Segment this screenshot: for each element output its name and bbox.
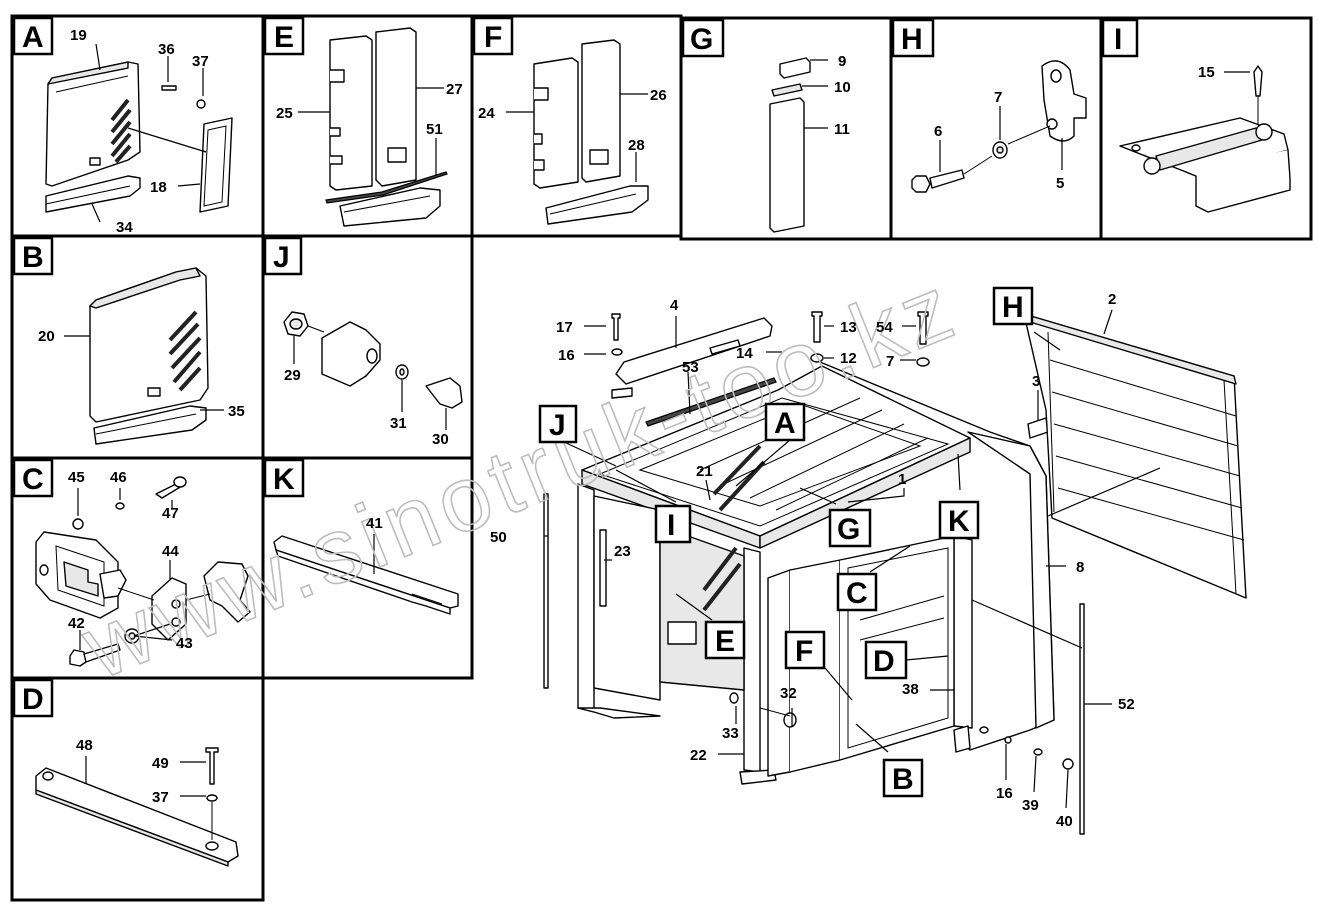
panel-f-tag: F	[484, 21, 502, 54]
part-number: 21	[696, 463, 713, 480]
part-number: 11	[834, 121, 850, 138]
part-number: 46	[110, 469, 127, 486]
part-number: 24	[478, 105, 495, 122]
panel-e-tag: E	[274, 21, 294, 54]
part-number: 1	[898, 471, 906, 488]
part-number: 10	[834, 79, 851, 96]
panel-i	[1119, 65, 1291, 213]
part-number: 33	[722, 725, 739, 742]
part-number: 26	[650, 87, 667, 104]
panel-part-numbers: 19 36 37 18 34 25 27 51 24 26 28 9 10 11…	[38, 27, 1215, 806]
panel-k-tag: K	[273, 463, 295, 496]
callout-f: F	[795, 635, 813, 668]
panel-d	[35, 747, 239, 867]
callout-i: I	[667, 509, 675, 542]
panel-c-tag: C	[22, 463, 44, 496]
panel-b-tag: B	[22, 241, 44, 274]
part-number: 3	[1032, 373, 1040, 390]
part-number: 52	[1118, 696, 1135, 713]
panel-i-tag: I	[1114, 23, 1122, 56]
panel-a-tag: A	[22, 21, 44, 54]
part-number: 36	[158, 41, 175, 58]
panel-g-tag: G	[690, 23, 713, 56]
part-number: 8	[1076, 559, 1084, 576]
part-number: 7	[886, 353, 894, 370]
panel-j	[283, 311, 463, 430]
callout-g: G	[837, 513, 860, 546]
part-number: 5	[1056, 175, 1064, 192]
part-number: 47	[162, 505, 179, 522]
panel-j-tag: J	[273, 241, 290, 274]
part-number: 28	[628, 137, 645, 154]
panel-borders	[10, 14, 1313, 902]
part-number: 31	[390, 415, 407, 432]
part-number: 27	[446, 81, 463, 98]
part-number: 34	[116, 219, 133, 236]
part-number: 49	[152, 755, 169, 772]
part-number: 29	[284, 367, 301, 384]
part-number: 18	[150, 179, 167, 196]
part-number: 50	[490, 529, 507, 546]
part-number: 32	[780, 685, 797, 702]
main-part-numbers: 4 17 16 14 13 12 54 7 2 3 53 21 1 50 23 …	[490, 291, 1135, 830]
part-number: 42	[68, 615, 85, 632]
callout-j: J	[549, 409, 566, 442]
panel-h	[911, 60, 1087, 193]
part-number: 13	[840, 319, 857, 336]
part-number: 48	[76, 737, 93, 754]
panel-a	[45, 43, 233, 223]
part-number: 2	[1108, 291, 1116, 308]
panel-c	[35, 476, 251, 667]
panel-tags: A E F G H I B J C K D	[12, 16, 1139, 718]
part-number: 16	[558, 347, 575, 364]
callout-a: A	[774, 407, 796, 440]
part-number: 9	[838, 53, 846, 70]
part-number: 4	[670, 297, 679, 314]
part-number: 19	[70, 27, 87, 44]
panel-d-tag: D	[22, 683, 44, 716]
panel-e	[298, 27, 448, 227]
part-number: 14	[736, 345, 753, 362]
part-number: 22	[690, 747, 707, 764]
part-number: 41	[366, 515, 383, 532]
part-number: 40	[1056, 813, 1073, 830]
part-number: 25	[276, 105, 293, 122]
part-number: 53	[682, 359, 699, 376]
part-number: 20	[38, 328, 55, 345]
part-number: 16	[996, 785, 1013, 802]
part-number: 6	[934, 123, 942, 140]
callout-k: K	[948, 505, 970, 538]
panel-b	[64, 267, 224, 445]
part-number: 37	[192, 53, 209, 70]
part-number: 35	[228, 403, 245, 420]
part-number: 44	[162, 543, 179, 560]
callout-e: E	[715, 625, 735, 658]
callout-b: B	[892, 763, 914, 796]
panel-k	[273, 534, 459, 615]
part-number: 15	[1198, 64, 1215, 81]
part-number: 23	[614, 543, 631, 560]
panel-h-tag: H	[901, 23, 923, 56]
part-number: 37	[152, 789, 169, 806]
part-number: 12	[840, 350, 857, 367]
part-number: 38	[902, 681, 919, 698]
callout-c: C	[846, 577, 868, 610]
callout-h: H	[1002, 291, 1024, 324]
part-number: 30	[432, 431, 449, 448]
part-number: 51	[426, 121, 443, 138]
part-number: 7	[994, 89, 1002, 106]
panel-g	[769, 57, 828, 233]
main-callouts: H J A I G K C E F D B	[538, 286, 1034, 798]
part-number: 17	[556, 319, 573, 336]
part-number: 45	[68, 469, 85, 486]
panel-f	[506, 39, 649, 225]
part-number: 54	[876, 319, 893, 336]
main-cab-assembly	[543, 309, 1247, 835]
part-number: 43	[176, 635, 193, 652]
part-number: 39	[1022, 797, 1039, 814]
callout-d: D	[873, 645, 895, 678]
